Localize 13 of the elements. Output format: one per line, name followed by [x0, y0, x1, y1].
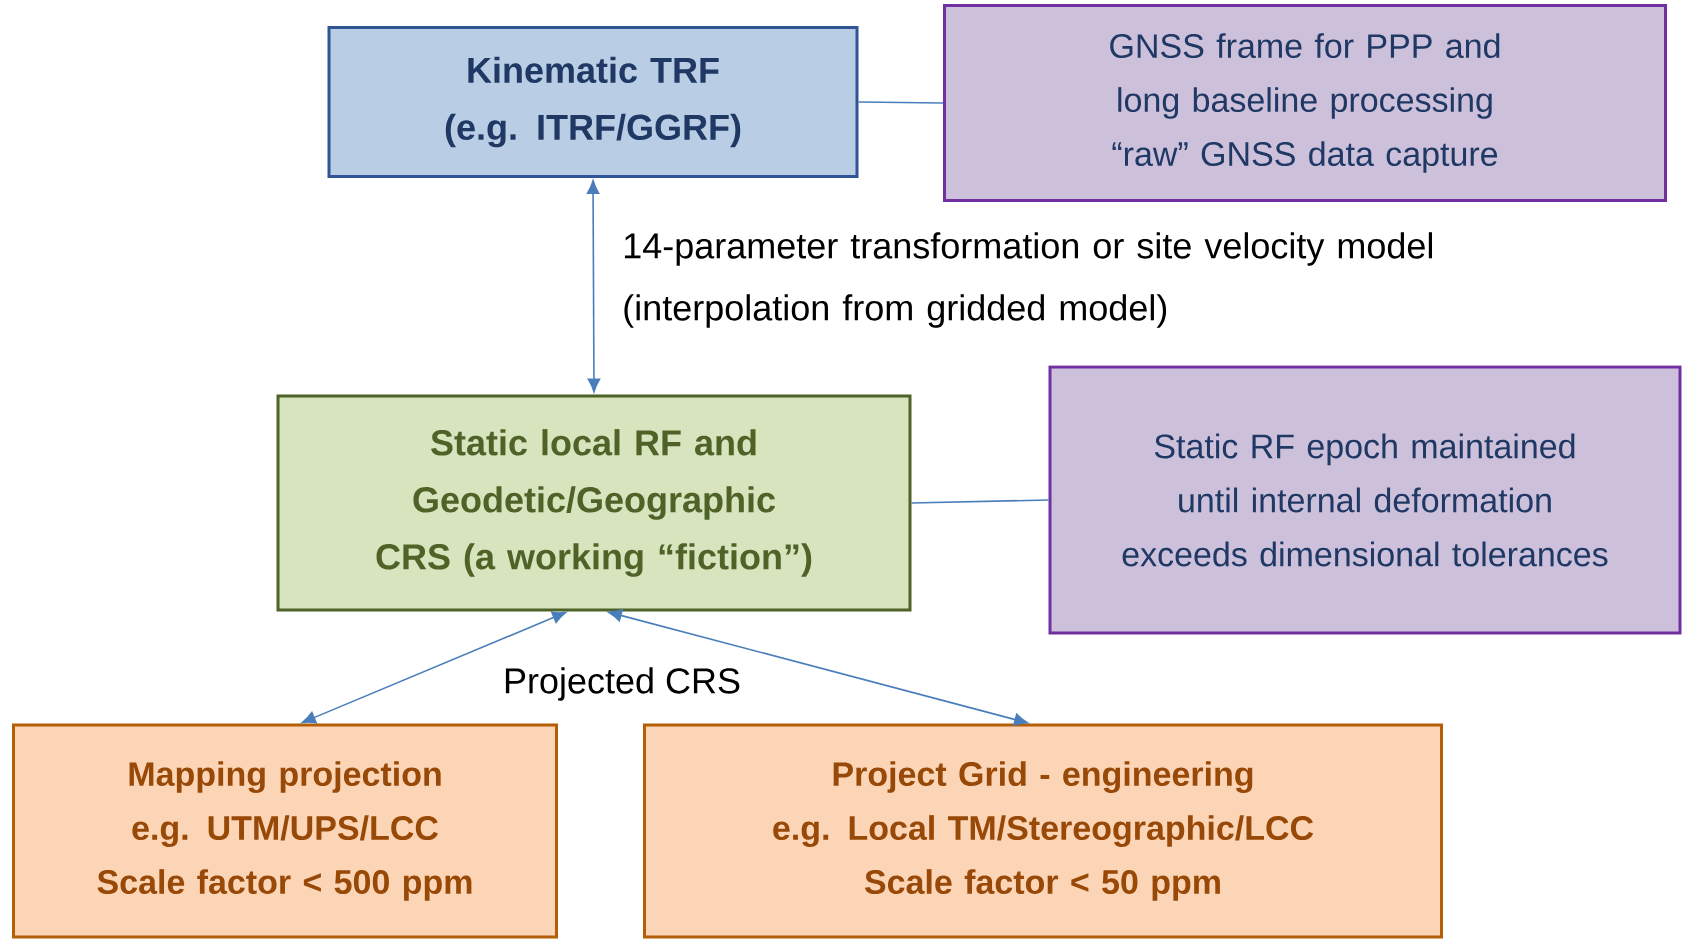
connector-line	[910, 499, 1050, 504]
arrow	[301, 611, 567, 724]
edge-label: 14-parameter transformation or site velocity model (interpolation from gridded model)	[624, 232, 1432, 328]
note-box: GNSS frame for PPP and long baseline processing “raw” GNSS data capture	[943, 4, 1667, 202]
arrow	[607, 609, 1029, 726]
connector-line	[857, 101, 944, 104]
frame-box: Static local RF and Geodetic/Geographic CRS (a working “fiction”)	[276, 394, 912, 612]
frame-box: Kinematic TRF (e.g. ITRF/GGRF)	[327, 26, 859, 178]
arrow	[586, 180, 601, 393]
projection-box: Project Grid - engineering e.g. Local TM/Stereographic/LCC Scale factor < 50 ppm	[643, 723, 1443, 939]
note-box: Static RF epoch maintained until internal deformation exceeds dimensional tolerances	[1048, 365, 1682, 635]
projection-box: Mapping projection e.g. UTM/UPS/LCC Scale factor < 500 ppm	[12, 723, 558, 939]
text-label: Projected CRS	[505, 667, 740, 701]
